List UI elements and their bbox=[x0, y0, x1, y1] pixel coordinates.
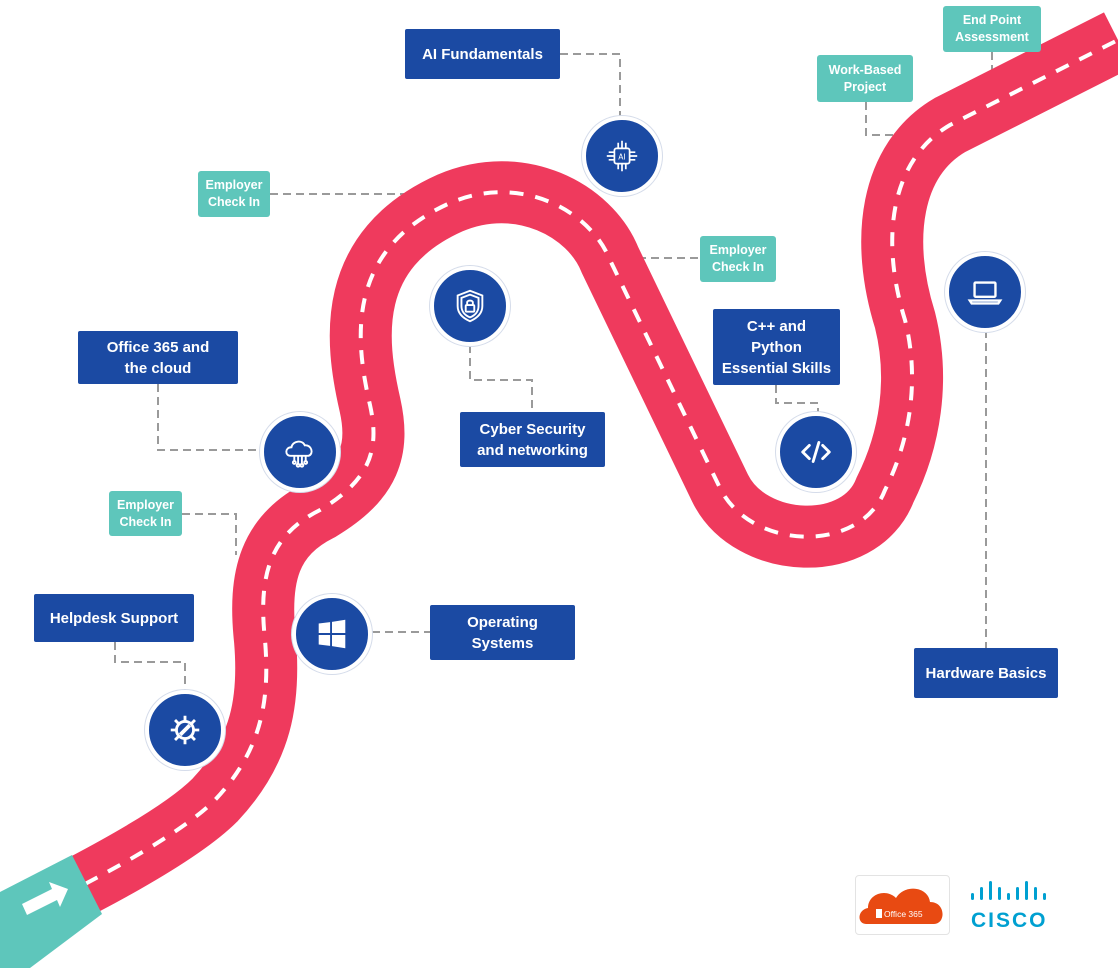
milestone-label: Work-Based Project bbox=[828, 62, 902, 94]
office365-cloud-mark bbox=[859, 888, 943, 924]
milestone-employer-check-in-2: Employer Check In bbox=[198, 171, 270, 217]
module-cpp-python: C++ and Python Essential Skills bbox=[713, 309, 840, 385]
start-arrow-block bbox=[0, 855, 102, 968]
gear-wrench-icon bbox=[145, 690, 225, 770]
module-label: Helpdesk Support bbox=[49, 609, 179, 627]
milestone-label: Employer Check In bbox=[117, 497, 174, 529]
connector-cyber bbox=[469, 345, 533, 412]
module-label: Office 365 and the cloud bbox=[106, 338, 210, 377]
module-label: C++ and Python Essential Skills bbox=[721, 317, 832, 377]
module-ai-fundamentals: AI Fundamentals bbox=[405, 29, 560, 79]
module-label: Hardware Basics bbox=[925, 664, 1047, 682]
office365-logo: Office 365 bbox=[855, 875, 950, 935]
connector-helpdesk bbox=[114, 642, 186, 690]
milestone-work-based-project: Work-Based Project bbox=[817, 55, 913, 102]
module-helpdesk-support: Helpdesk Support bbox=[34, 594, 194, 642]
connector-office365 bbox=[157, 384, 264, 451]
module-cyber-security: Cyber Security and networking bbox=[460, 412, 605, 467]
milestone-employer-check-in-3: Employer Check In bbox=[700, 236, 776, 282]
cisco-logo: CISCO bbox=[968, 880, 1058, 932]
connector-employer-1 bbox=[182, 513, 237, 555]
ai-chip-icon: AI bbox=[582, 116, 662, 196]
road-center-dashes bbox=[84, 38, 1118, 886]
milestone-label: Employer Check In bbox=[205, 178, 263, 209]
module-label: Operating Systems bbox=[467, 613, 538, 652]
arrow-right-icon bbox=[22, 882, 68, 915]
module-label: AI Fundamentals bbox=[422, 45, 543, 63]
milestone-employer-check-in-1: Employer Check In bbox=[109, 491, 182, 536]
module-label: Cyber Security and networking bbox=[477, 420, 588, 459]
module-operating-systems: Operating Systems bbox=[430, 605, 575, 660]
cloud-circuit-icon bbox=[260, 412, 340, 492]
office365-logo-text: Office 365 bbox=[884, 909, 923, 919]
module-hardware-basics: Hardware Basics bbox=[914, 648, 1058, 698]
shield-lock-icon bbox=[430, 266, 510, 346]
code-icon bbox=[776, 412, 856, 492]
svg-text:AI: AI bbox=[618, 152, 625, 161]
milestone-label: End Point Assessment bbox=[955, 13, 1029, 44]
cisco-logo-text: CISCO bbox=[971, 909, 1048, 932]
cisco-bars-mark bbox=[971, 881, 1046, 900]
connector-cpp bbox=[775, 385, 819, 418]
windows-icon bbox=[292, 594, 372, 674]
connector-ai bbox=[560, 53, 621, 120]
milestone-label: Employer Check In bbox=[709, 243, 767, 274]
milestone-end-point-assessment: End Point Assessment bbox=[943, 6, 1041, 52]
module-office-365: Office 365 and the cloud bbox=[78, 331, 238, 384]
laptop-icon bbox=[945, 252, 1025, 332]
